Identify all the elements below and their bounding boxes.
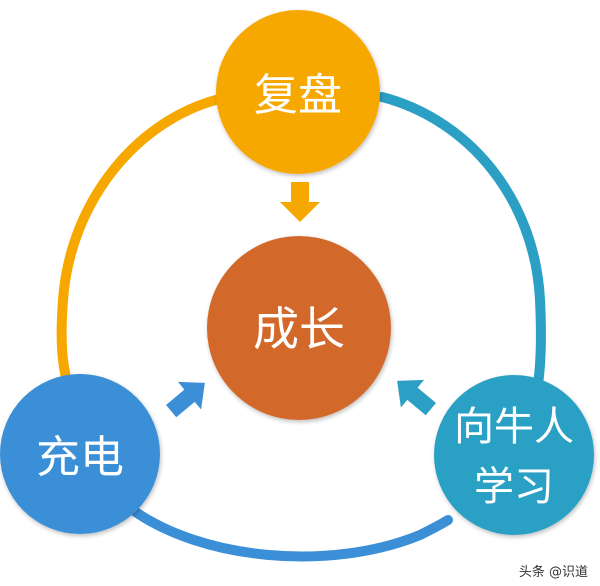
arrow-left-up-icon xyxy=(397,379,436,416)
node-top-label: 复盘 xyxy=(254,70,342,121)
arrow-down-icon xyxy=(280,182,320,222)
node-top: 复盘 xyxy=(216,10,380,174)
arrow-right-up-icon xyxy=(166,381,205,418)
node-right-label-line2: 学习 xyxy=(474,464,554,510)
node-left-label: 充电 xyxy=(36,432,124,483)
node-right: 向牛人 学习 xyxy=(434,375,594,535)
arc-top-left xyxy=(56,92,233,390)
arc-top-right xyxy=(377,92,546,405)
watermark: 头条 @识道 xyxy=(518,565,588,580)
node-center: 成长 xyxy=(207,236,391,420)
arc-left-right xyxy=(125,503,453,562)
node-right-label-line1: 向牛人 xyxy=(454,404,574,450)
node-left: 充电 xyxy=(0,374,160,534)
node-center-label: 成长 xyxy=(253,302,345,356)
